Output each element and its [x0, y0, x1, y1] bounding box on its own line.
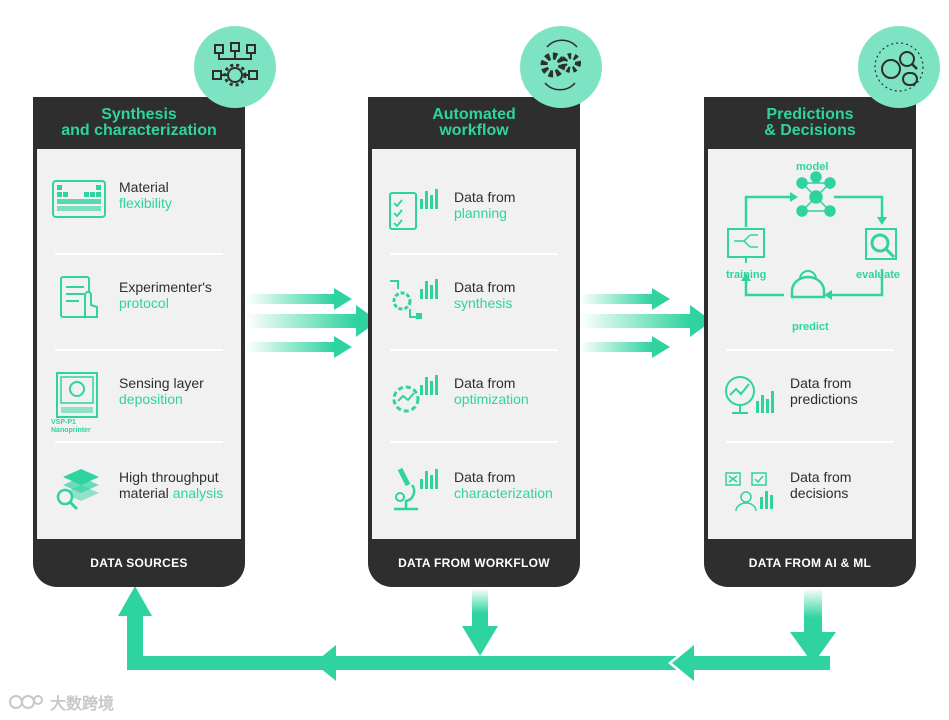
item-sublabel: optimization: [454, 391, 529, 407]
divider: [390, 441, 558, 443]
item-label: Data from: [454, 375, 516, 391]
ml-cycle-diagram: [727, 171, 897, 300]
item-label: Data from: [454, 279, 516, 295]
panel-decisions: Predictions & Decisions: [704, 97, 916, 587]
item-label: Sensing layer: [119, 375, 204, 391]
item-sublabel: deposition: [119, 391, 183, 407]
arrows-synthesis-to-workflow: [246, 288, 378, 358]
divider: [390, 253, 558, 255]
globe-chart-icon: [725, 376, 774, 414]
list-item-characterization: Data from characterization: [382, 459, 566, 519]
item-sublabel: predictions: [790, 391, 858, 407]
layers-magnifier-icon: [56, 469, 99, 511]
item-sublabel: synthesis: [454, 295, 513, 311]
robot-arm-chart-icon: [390, 279, 438, 319]
watermark-logo-icon: [9, 695, 43, 709]
panel-body: Material flexibility Experimenter's prot…: [37, 149, 241, 539]
item-sublabel: protocol: [119, 295, 169, 311]
item-label: Material: [119, 179, 169, 195]
caption-line2: Nanoprinter: [51, 427, 91, 434]
network-gear-icon: [194, 26, 276, 108]
panel-footer: DATA FROM WORKFLOW: [398, 556, 550, 570]
panel-synthesis: Synthesis and characterization Material …: [33, 97, 245, 587]
evaluate-magnifier-icon: [865, 228, 897, 260]
item-sublabel: flexibility: [119, 195, 172, 211]
gears-icon: [520, 26, 602, 108]
watermark: 大数跨境: [8, 690, 114, 714]
list-item-planning: Data from planning: [382, 179, 566, 239]
checklist-chart-icon: [389, 189, 438, 230]
panel-title: Synthesis and characterization: [33, 97, 245, 149]
item-sublabel: characterization: [454, 485, 553, 501]
list-item-synthesis: Data from synthesis: [382, 269, 566, 329]
divider: [726, 441, 894, 443]
nanoprinter-icon: [56, 372, 98, 418]
periodic-table-icon: [52, 180, 106, 218]
divider: [55, 253, 223, 255]
item-label: Data from: [454, 469, 516, 485]
list-item-material: Material flexibility: [47, 169, 231, 229]
item-label: Data from: [790, 375, 852, 391]
cycle-label-evaluate: evaluate: [856, 269, 901, 281]
panel-footer: DATA FROM AI & ML: [748, 556, 872, 570]
divider: [55, 349, 223, 351]
panel-body: Data from planning Data from synthesis: [372, 149, 576, 539]
protocol-hand-icon: [60, 276, 98, 318]
item-label: High throughput: [119, 469, 219, 485]
gear-chart-icon: [392, 375, 438, 413]
list-item-predictions: Data from predictions: [718, 365, 902, 425]
panel-title-line2: and characterization: [61, 122, 217, 139]
item-sublabel: decisions: [790, 485, 849, 501]
list-item-optimization: Data from optimization: [382, 365, 566, 425]
divider: [726, 349, 894, 351]
panel-title-line1: Automated: [432, 106, 516, 123]
panel-title-line2: & Decisions: [764, 122, 856, 139]
item-label: Experimenter's: [119, 279, 212, 295]
printer-caption: VSP-P1 Nanoprinter: [51, 419, 91, 435]
feedback-loop: [118, 586, 836, 681]
panel-title: Predictions & Decisions: [704, 97, 916, 149]
microscope-chart-icon: [394, 467, 438, 511]
panel-title-line2: workflow: [439, 122, 509, 139]
list-item-protocol: Experimenter's protocol: [47, 269, 231, 329]
ai-brain-icon: [858, 26, 940, 108]
list-item-decisions: Data from decisions: [718, 459, 902, 519]
predict-head-icon: [790, 270, 826, 299]
panel-title-line1: Predictions: [766, 106, 854, 123]
panel-footer: DATA SOURCES: [90, 556, 188, 570]
decision-person-icon: [725, 472, 773, 512]
list-item-analysis: High throughput material analysis: [47, 459, 231, 519]
cycle-label-predict: predict: [792, 321, 829, 333]
divider: [390, 349, 558, 351]
panel-title-line1: Synthesis: [101, 106, 177, 123]
arrows-workflow-to-decisions: [580, 288, 712, 358]
item-sublabel: planning: [454, 205, 507, 221]
watermark-text: 大数跨境: [50, 696, 115, 713]
divider: [55, 441, 223, 443]
panel-body: model evaluate training predict Data fro…: [708, 149, 912, 539]
item-sublabel-prefix: material: [119, 485, 173, 501]
caption-line1: VSP-P1: [51, 419, 76, 426]
list-item-deposition: Sensing layer deposition: [47, 365, 231, 425]
cycle-label-training: training: [726, 269, 767, 281]
cycle-label-model: model: [796, 161, 829, 173]
panel-title: Automated workflow: [368, 97, 580, 149]
item-label: Data from: [454, 189, 516, 205]
training-screen-icon: [727, 228, 765, 263]
neural-network-icon: [796, 171, 836, 217]
panel-workflow: Automated workflow Data from planning: [368, 97, 580, 587]
item-sublabel-highlight: analysis: [172, 485, 224, 501]
item-label: Data from: [790, 469, 852, 485]
